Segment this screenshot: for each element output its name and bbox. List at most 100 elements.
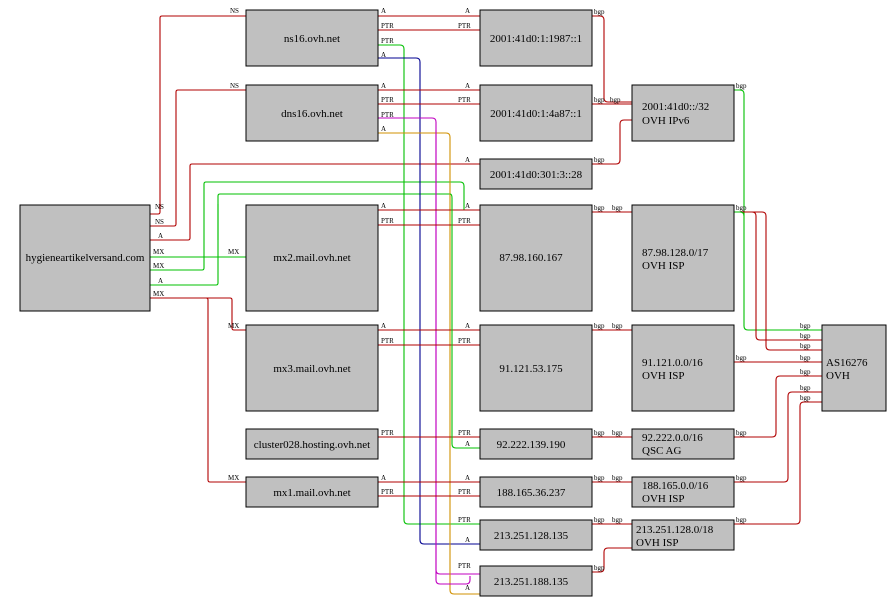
label-bgp: bgp [736,354,747,362]
edge-netv6-as [734,89,822,331]
node-ip-301-label: 2001:41d0:301:3::28 [490,169,583,181]
node-ip-213b[interactable]: 213.251.188.135 [479,565,593,597]
label-a: A [465,7,470,15]
node-net-87-line1: 87.98.128.0/17 [642,247,709,259]
edge-dns16-a-orange [378,132,480,595]
node-mx1[interactable]: mx1.mail.ovh.net [245,476,379,508]
label-ptr: PTR [458,96,471,104]
label-bgp: bgp [800,332,811,340]
node-net-188[interactable]: 188.165.0.0/16 OVH ISP [631,476,735,508]
label-ptr: PTR [381,217,394,225]
label-bgp: bgp [800,394,811,402]
node-ip-213a[interactable]: 213.251.128.135 [479,519,593,551]
label-ptr: PTR [381,488,394,496]
node-ip-92-label: 92.222.139.190 [497,439,566,451]
node-ip-4a87[interactable]: 2001:41d0:1:4a87::1 [479,84,593,142]
label-a: A [465,474,470,482]
node-ip-1987-label: 2001:41d0:1:1987::1 [490,33,582,45]
label-ptr: PTR [381,111,394,119]
node-ip-4a87-label: 2001:41d0:1:4a87::1 [490,108,582,120]
node-net-92-line2: QSC AG [642,445,681,457]
node-net-213[interactable]: 213.251.128.0/18 OVH ISP [631,519,735,551]
label-bgp: bgp [610,96,621,104]
label-ptr: PTR [381,37,394,45]
label-bgp: bgp [800,322,811,330]
label-a: A [465,156,470,164]
edge-ns16-ptr-green [378,44,480,525]
label-bgp: bgp [594,516,605,524]
node-mx2-label: mx2.mail.ovh.net [273,252,350,264]
node-mx2[interactable]: mx2.mail.ovh.net [245,204,379,312]
node-net-v6[interactable]: 2001:41d0::/32 OVH IPv6 [631,84,735,142]
label-a: A [465,82,470,90]
label-a: A [381,202,386,210]
node-ip-91[interactable]: 91.121.53.175 [479,324,593,412]
edge-green-as-net87 [734,211,745,217]
node-domain[interactable]: hygieneartikelversand.com [19,204,151,312]
edge-domain-mx1 [150,297,246,483]
node-as[interactable]: AS16276 OVH [821,324,887,412]
label-a: A [381,474,386,482]
label-ns: NS [230,82,239,90]
node-ip-87[interactable]: 87.98.160.167 [479,204,593,312]
label-ptr: PTR [458,22,471,30]
label-bgp: bgp [612,429,623,437]
label-a: A [465,584,470,592]
node-net-213-line2: OVH ISP [636,537,678,549]
edge-green-ip92-a [449,193,480,449]
node-as-line1: AS16276 [826,357,868,369]
label-ptr: PTR [458,337,471,345]
edge-ip213b-net213 [592,547,632,573]
node-ns16[interactable]: ns16.ovh.net [245,9,379,67]
node-net-91-line1: 91.121.0.0/16 [642,357,703,369]
label-ptr: PTR [381,22,394,30]
label-bgp: bgp [612,474,623,482]
label-a: A [158,277,163,285]
label-a: A [465,322,470,330]
node-cluster-label: cluster028.hosting.ovh.net [254,439,370,451]
node-ip-213b-label: 213.251.188.135 [494,576,569,588]
node-ip-188[interactable]: 188.165.36.237 [479,476,593,508]
label-mx: MX [228,248,239,256]
edge-ip1987-netv6 [592,15,632,103]
edge-domain-dns16 [150,89,246,227]
node-dns16[interactable]: dns16.ovh.net [245,84,379,142]
edge-net87-as [734,211,822,341]
edge-ip301-netv6 [592,119,632,165]
node-ip-1987[interactable]: 2001:41d0:1:1987::1 [479,9,593,67]
label-mx: MX [228,322,239,330]
node-ip-91-label: 91.121.53.175 [499,363,563,375]
label-bgp: bgp [800,342,811,350]
label-a: A [465,202,470,210]
node-cluster[interactable]: cluster028.hosting.ovh.net [245,428,379,460]
node-ip-92[interactable]: 92.222.139.190 [479,428,593,460]
label-bgp: bgp [736,429,747,437]
edge-domain-ip301 [150,163,480,241]
label-ptr: PTR [381,96,394,104]
label-bgp: bgp [736,82,747,90]
label-bgp: bgp [736,474,747,482]
node-net-213-line1: 213.251.128.0/18 [636,524,714,536]
edge-magenta-branch [435,130,471,585]
node-ip-87-label: 87.98.160.167 [499,252,563,264]
label-bgp: bgp [594,96,605,104]
label-ptr: PTR [458,488,471,496]
node-net-91[interactable]: 91.121.0.0/16 OVH ISP [631,324,735,412]
label-ns: NS [230,7,239,15]
node-net-92[interactable]: 92.222.0.0/16 QSC AG [631,428,735,460]
label-ptr: PTR [458,217,471,225]
edge-labels: NS NS NS NS A MX MX MX A MX MX MX A A PT… [153,7,811,592]
node-net-87[interactable]: 87.98.128.0/17 OVH ISP [631,204,735,312]
label-mx: MX [153,290,164,298]
label-bgp: bgp [800,384,811,392]
edge-domain-ns16 [150,15,246,215]
node-net-188-line1: 188.165.0.0/16 [642,480,709,492]
node-ip-301[interactable]: 2001:41d0:301:3::28 [479,158,593,190]
node-net-v6-line2: OVH IPv6 [642,115,690,127]
edge-dns16-ptr-magenta [378,117,480,575]
edge-ns16-a-navy [378,57,480,545]
node-mx3[interactable]: mx3.mail.ovh.net [245,324,379,412]
node-net-92-line1: 92.222.0.0/16 [642,432,703,444]
node-domain-label: hygieneartikelversand.com [26,252,145,264]
